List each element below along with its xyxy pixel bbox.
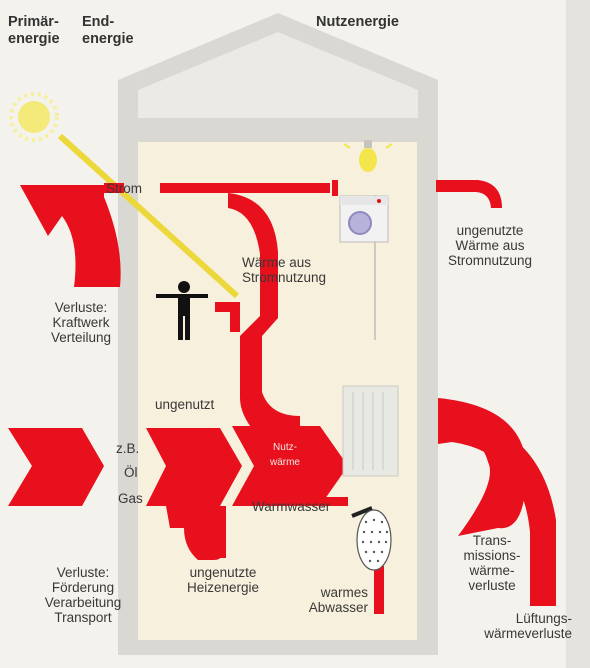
radiator-icon — [343, 386, 398, 476]
label-useful-heat: Nutz- wärme — [260, 440, 310, 470]
label-ventilation-losses: Lüftungs- wärmeverluste — [450, 611, 572, 641]
label-transmission-losses: Trans- missions- wärme- verluste — [452, 533, 532, 593]
label-gas: Gas — [118, 491, 143, 506]
washing-machine-icon — [340, 196, 388, 242]
label-unused-heating-energy: ungenutzte Heizenergie — [168, 565, 278, 595]
label-heat-from-electricity: Wärme aus Stromnutzung — [242, 255, 326, 285]
label-strom: Strom — [106, 181, 142, 196]
label-extraction-losses: Verluste: Förderung Verarbeitung Transpo… — [32, 565, 134, 625]
header-final-energy: End- energie — [82, 14, 134, 48]
label-oil: Öl — [124, 465, 138, 480]
label-warm-water: Warmwasser — [252, 499, 330, 514]
label-power-plant-losses: Verluste: Kraftwerk Verteilung — [36, 300, 126, 345]
label-zb: z.B. — [116, 441, 139, 456]
label-unused: ungenutzt — [155, 397, 214, 412]
wastewater-flow — [374, 566, 384, 614]
header-useful-energy: Nutzenergie — [316, 14, 399, 31]
label-warm-wastewater: warmes Abwasser — [296, 585, 368, 615]
header-primary-energy: Primär- energie — [8, 14, 60, 48]
label-unused-electric-heat: ungenutzte Wärme aus Stromnutzung — [430, 223, 550, 268]
strom-line — [160, 183, 330, 193]
